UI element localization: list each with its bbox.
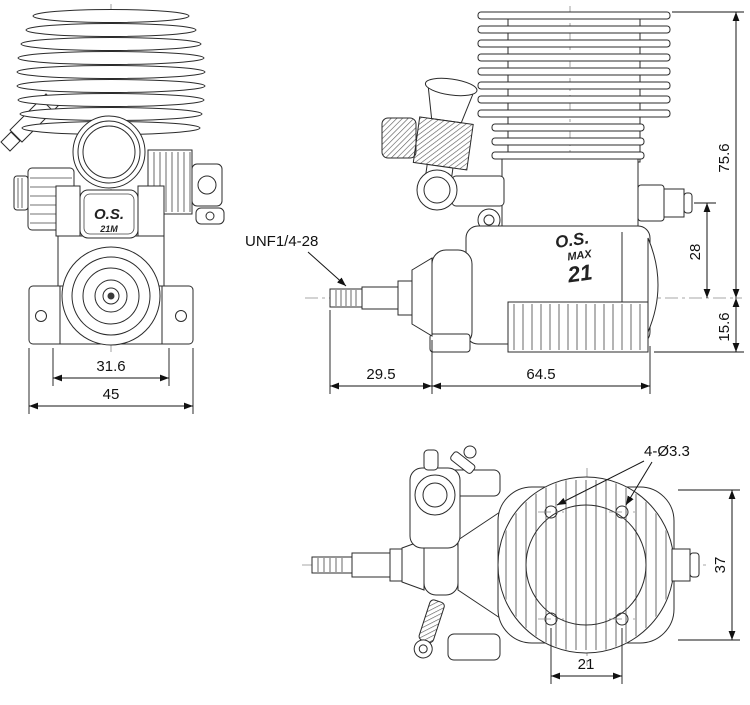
top-carburetor xyxy=(409,445,477,549)
front-bearing xyxy=(61,246,161,346)
thread-label: UNF1/4-28 xyxy=(245,233,318,250)
holes-label: 4-Ø3.3 xyxy=(644,443,690,460)
top-lug-lower xyxy=(447,633,501,661)
dim-31-6: 31.6 xyxy=(96,358,125,375)
lug-bolt-hole-right xyxy=(175,310,187,322)
front-dimensions: 31.6 45 xyxy=(28,348,194,414)
front-badge-plate xyxy=(79,189,139,239)
top-case xyxy=(497,476,675,654)
head-button xyxy=(72,115,146,189)
dim-28: 28 xyxy=(687,244,704,261)
cylinder-jacket xyxy=(501,158,639,230)
top-crankshaft xyxy=(311,539,425,591)
thread-callout: UNF1/4-28 xyxy=(245,233,347,287)
side-cooling-fins xyxy=(477,11,671,163)
front-view: O.S. 21M 31.6 45 xyxy=(0,4,225,414)
side-badge-series: MAX xyxy=(567,248,594,263)
top-case-taper xyxy=(457,511,501,619)
side-badge-logo: O.S. xyxy=(554,228,590,252)
dim-21: 21 xyxy=(578,656,595,673)
top-exhaust xyxy=(671,548,700,582)
dim-75-6: 75.6 xyxy=(716,143,733,172)
lug-bolt-hole-left xyxy=(35,310,47,322)
dim-15-6: 15.6 xyxy=(716,312,733,341)
side-view: UNF1/4-28 O.S. MAX 21 75.6 28 15.6 29.5 xyxy=(245,6,744,394)
side-crankshaft xyxy=(329,257,433,337)
top-view: 4-Ø3.3 37 21 xyxy=(302,443,740,684)
front-badge-model: 21M xyxy=(99,224,118,234)
dim-64-5: 64.5 xyxy=(526,366,555,383)
front-badge-logo: O.S. xyxy=(94,206,124,223)
case-bottom-fins xyxy=(507,301,649,353)
side-badge-number: 21 xyxy=(565,259,594,287)
side-mount-lug xyxy=(429,333,471,353)
dim-29-5: 29.5 xyxy=(366,366,395,383)
side-dimensions: 75.6 28 15.6 29.5 64.5 xyxy=(329,11,744,394)
side-exhaust xyxy=(637,184,693,222)
side-badge: O.S. MAX 21 xyxy=(554,228,594,287)
throttle-block xyxy=(381,117,417,159)
top-glow-plug xyxy=(413,599,445,659)
dim-45: 45 xyxy=(103,386,120,403)
side-carburetor xyxy=(381,77,505,211)
dim-37: 37 xyxy=(712,557,729,574)
top-dimensions: 37 21 xyxy=(550,489,740,684)
holes-callout: 4-Ø3.3 xyxy=(556,443,690,506)
